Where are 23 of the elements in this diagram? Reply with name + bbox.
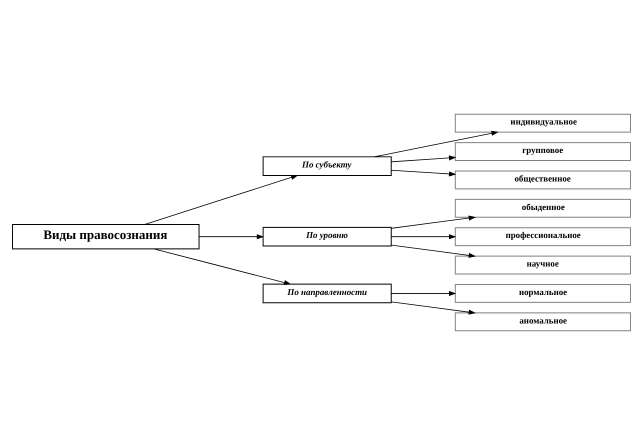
node-box: научное xyxy=(454,255,631,274)
node-box: профессиональное xyxy=(454,226,631,246)
node-box: обыденное xyxy=(454,198,631,218)
arrow xyxy=(198,234,264,239)
arrow xyxy=(390,234,456,239)
arrow xyxy=(390,244,476,258)
node-box: Виды правосознания xyxy=(12,224,200,249)
arrow xyxy=(390,300,476,314)
node-box: групповое xyxy=(454,142,631,160)
node-box: индивидуальное xyxy=(454,113,631,132)
arrow xyxy=(390,215,476,228)
arrow xyxy=(144,174,298,224)
arrow xyxy=(390,154,456,162)
node-box: По субъекту xyxy=(262,156,392,176)
arrow xyxy=(374,130,499,157)
arrow xyxy=(153,248,292,285)
node-box: аномальное xyxy=(454,312,631,331)
arrow xyxy=(390,290,456,296)
node-box: общественное xyxy=(454,170,631,189)
node-box: По уровню xyxy=(262,226,392,246)
node-box: нормальное xyxy=(454,284,631,302)
arrow xyxy=(390,169,456,176)
node-box: По направленности xyxy=(262,283,392,303)
